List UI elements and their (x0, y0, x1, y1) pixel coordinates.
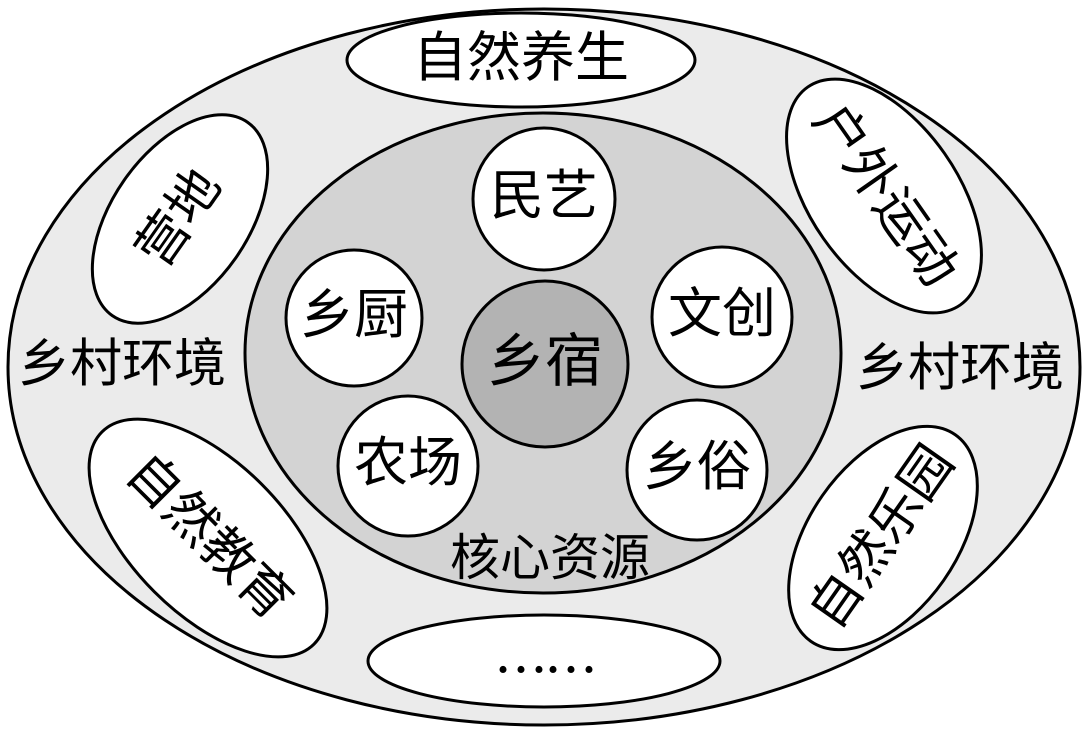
core-node-left: 乡厨 (284, 248, 424, 388)
core-node-bottom-right: 乡俗 (625, 398, 769, 542)
outer-label-right: 乡村环境 (856, 339, 1064, 399)
core-node-top: 民艺 (471, 126, 617, 272)
core-node-right: 文创 (650, 245, 794, 389)
env-item-top: 自然养生 (345, 11, 697, 109)
center-node-label: 乡宿 (487, 327, 603, 395)
core-node-right-label: 文创 (668, 282, 776, 345)
env-item-top-label: 自然养生 (413, 26, 629, 89)
inner-label: 核心资源 (450, 529, 650, 587)
core-node-left-label: 乡厨 (300, 283, 408, 346)
core-node-bottom-right-label: 乡俗 (643, 435, 751, 498)
env-item-bottom-label: …… (494, 622, 594, 685)
outer-label-left: 乡村环境 (18, 335, 226, 395)
env-item-bottom: …… (366, 613, 722, 709)
core-node-bottom-left-label: 农场 (354, 431, 462, 494)
core-node-top-label: 民艺 (490, 164, 598, 227)
env-item-top-left: 营地 (90, 113, 270, 325)
core-node-bottom-left: 农场 (336, 394, 480, 538)
center-node: 乡宿 (460, 279, 630, 449)
